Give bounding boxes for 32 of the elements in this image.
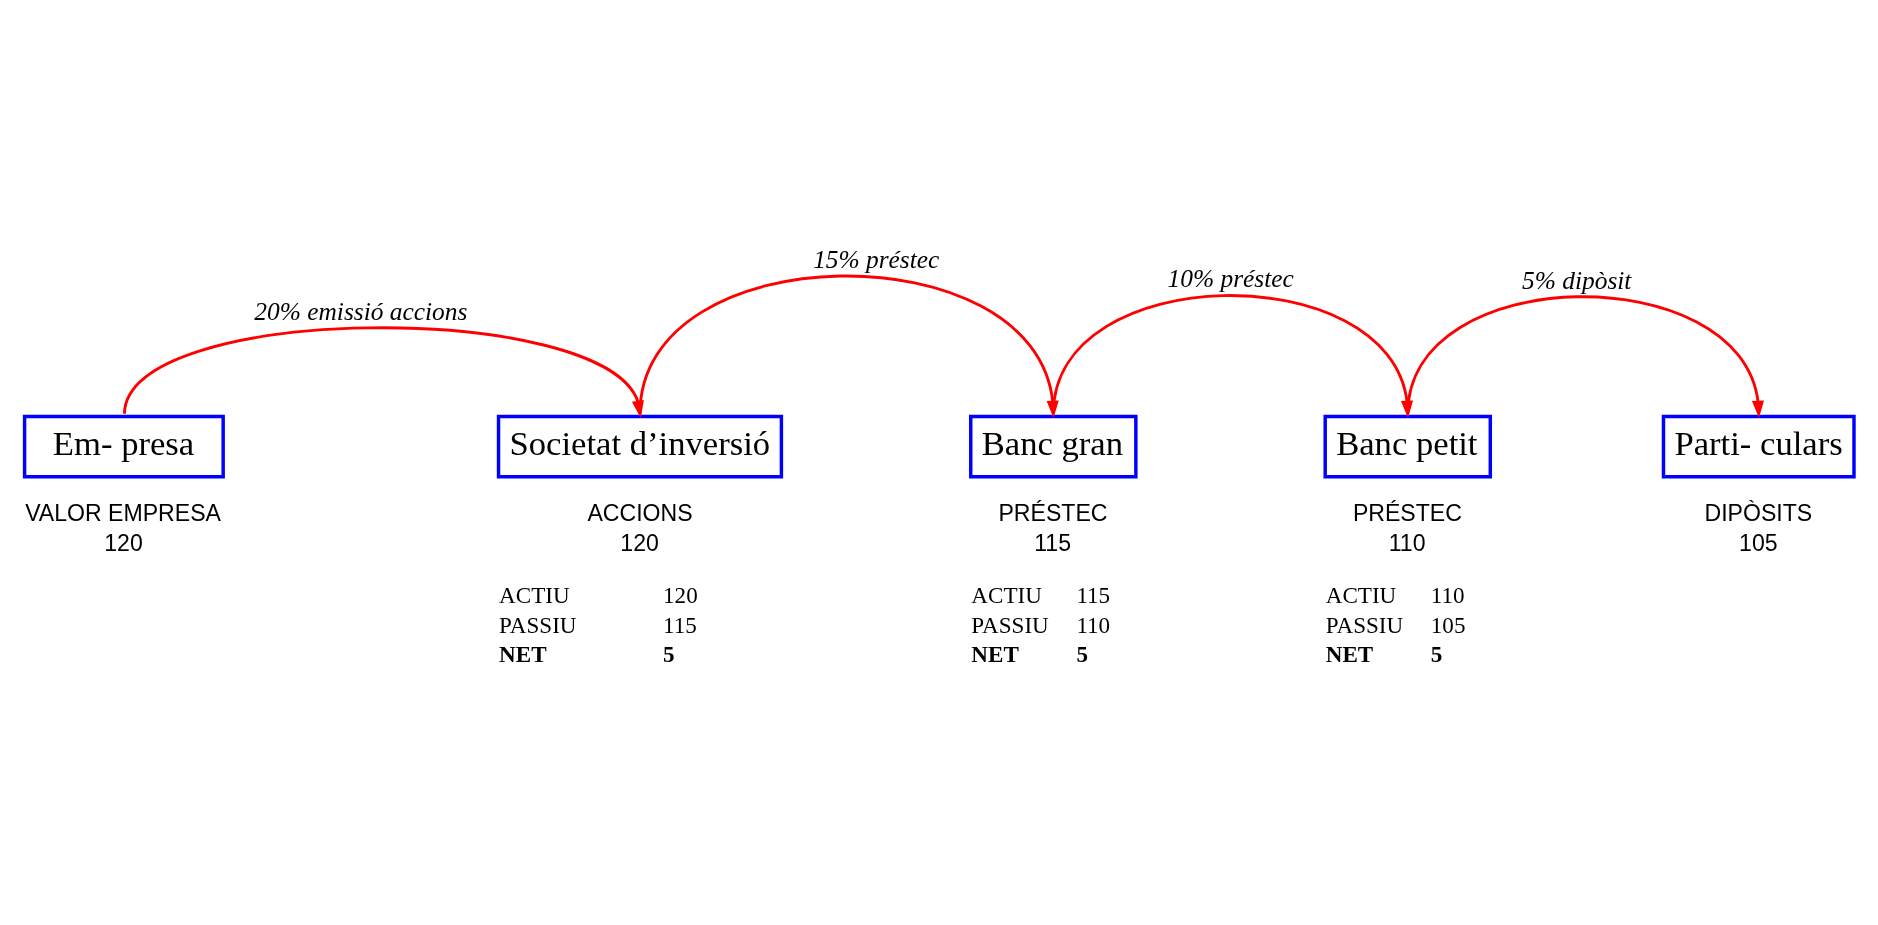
node-label: 110	[1388, 530, 1426, 557]
node-label: PASSIU	[971, 612, 1049, 639]
node-label: 120	[104, 530, 143, 557]
node-label: 5	[1430, 640, 1443, 667]
node-label: DIPÒSITS	[1704, 500, 1813, 527]
node-label: 115	[1076, 582, 1111, 609]
node-label: 5	[663, 640, 675, 667]
node-label: ACCIONS	[587, 500, 693, 527]
node-label: PRÉSTEC	[998, 500, 1108, 527]
node-label: 110	[1076, 612, 1111, 639]
node-label: 120	[620, 530, 659, 557]
node-label: 105	[1739, 530, 1778, 557]
edge-label: 20% emissió accions	[254, 296, 468, 325]
node-label: ACTIU	[1325, 582, 1397, 609]
node-label: PASSIU	[499, 612, 577, 639]
node-label: 115	[1034, 530, 1072, 557]
node-label: NET	[1325, 640, 1374, 667]
node-label: 5	[1076, 640, 1088, 667]
node-label: 120	[663, 582, 698, 609]
node-label: PASSIU	[1325, 612, 1404, 639]
edge-label: 5% dipòsit	[1522, 265, 1632, 294]
node-label: 110	[1430, 582, 1465, 609]
node-label: 105	[1430, 612, 1466, 639]
node-label: VALOR EMPRESA	[25, 500, 221, 527]
node-label: ACTIU	[971, 582, 1042, 609]
node-label: 115	[663, 612, 697, 639]
node-label: NET	[971, 640, 1019, 667]
node-label: ACTIU	[499, 582, 570, 609]
node-label: PRÉSTEC	[1352, 500, 1462, 527]
node-label: NET	[499, 640, 547, 667]
edge-label: 10% préstec	[1167, 264, 1294, 293]
edge-label: 15% préstec	[813, 244, 940, 273]
